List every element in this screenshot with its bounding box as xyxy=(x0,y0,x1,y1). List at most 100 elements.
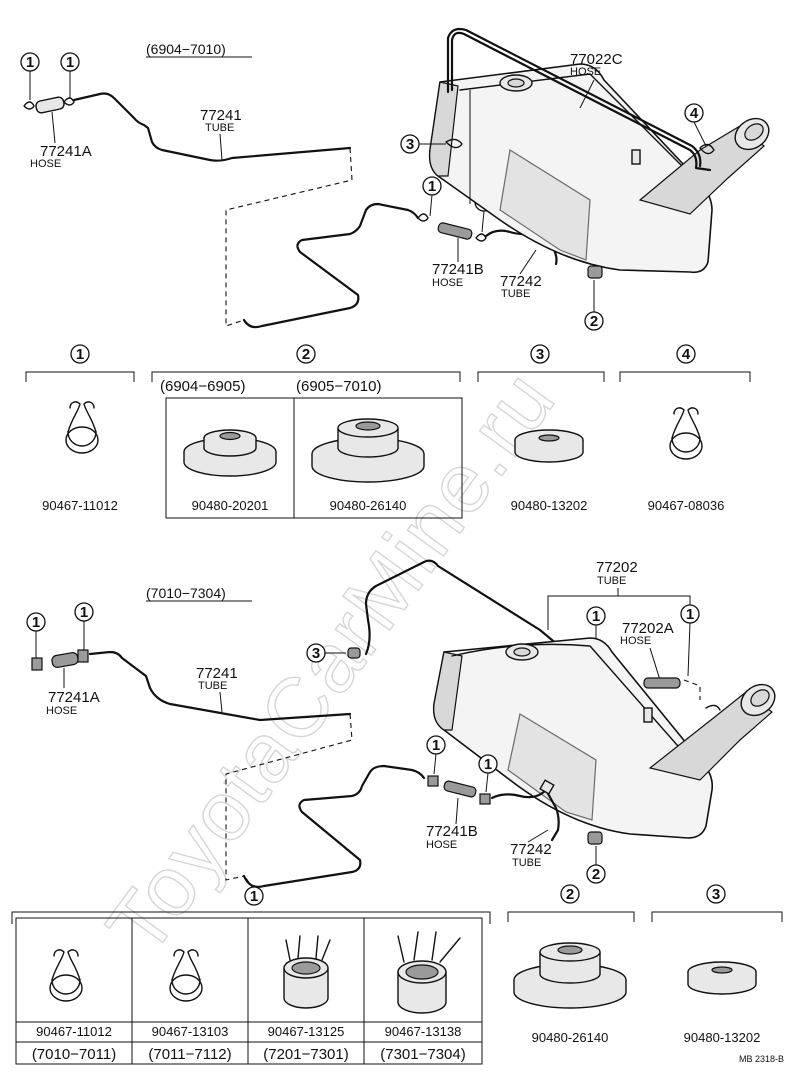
part-number: 90467-08036 xyxy=(648,498,725,513)
lower-vent-tube xyxy=(242,202,420,329)
callout-num: 1 xyxy=(432,737,440,754)
top-range: (6904−7010) xyxy=(146,41,226,57)
callout-num: 3 xyxy=(536,346,544,363)
callout-num: 1 xyxy=(428,178,436,195)
diagram-code: MB 2318-B xyxy=(739,1054,784,1064)
part-number: 90467-13103 xyxy=(152,1024,229,1039)
part-number: 90480-26140 xyxy=(330,498,407,513)
callout-num: 2 xyxy=(592,866,600,883)
label-77241a-sub: HOSE xyxy=(46,705,77,717)
range-label: (7011−7112) xyxy=(148,1046,231,1063)
grommet xyxy=(587,265,603,279)
callout-num: 4 xyxy=(690,105,699,122)
label-77202a-sub: HOSE xyxy=(620,635,651,647)
tube-77202 xyxy=(364,559,632,688)
hose-77022c xyxy=(450,31,712,172)
callout-num: 1 xyxy=(80,604,88,621)
callout-num: 2 xyxy=(566,886,574,903)
label-77241b-sub: HOSE xyxy=(426,839,457,851)
part-number: 90467-11012 xyxy=(42,498,118,513)
label-77241a-sub: HOSE xyxy=(30,158,61,170)
label-77241: 77241 xyxy=(200,107,242,124)
clamp-icon xyxy=(669,407,703,460)
label-77242: 77242 xyxy=(510,841,552,858)
clamp-icon xyxy=(169,949,203,1002)
grommet-icon xyxy=(311,418,425,483)
legend-bottom: 90467-11012 90467-13103 90467-13125 9046… xyxy=(11,884,783,1065)
label-77202a: 77202A xyxy=(622,620,674,637)
label-77202: 77202 xyxy=(596,559,638,576)
callout-num: 2 xyxy=(590,313,598,330)
tube-77241 xyxy=(72,92,352,162)
callout-num: 1 xyxy=(66,54,74,71)
fuel-tank-top xyxy=(428,63,770,279)
callout-num: 1 xyxy=(76,346,84,363)
grommet-variants-box xyxy=(165,397,463,519)
label-77241: 77241 xyxy=(196,665,238,682)
label-77022c: 77022C xyxy=(570,51,623,68)
callout-num: 3 xyxy=(406,136,414,153)
callout-num: 1 xyxy=(26,54,34,71)
range-label: (6904−6905) xyxy=(160,378,246,395)
hose-77241b xyxy=(443,780,477,798)
grommet-icon xyxy=(687,961,757,995)
top-section: (6904−7010) 1 1 77241A HOSE 77241 TUBE xyxy=(20,27,770,331)
label-77241-sub: TUBE xyxy=(205,122,234,134)
part-number: 90467-11012 xyxy=(36,1024,112,1039)
part-number: 90467-13125 xyxy=(268,1024,345,1039)
grommet xyxy=(587,831,603,845)
bottom-range: (7010−7304) xyxy=(146,585,226,601)
callout-num: 1 xyxy=(250,888,258,905)
tube-77241 xyxy=(88,650,352,722)
part-number: 90480-13202 xyxy=(511,498,588,513)
hose-77241a xyxy=(51,652,79,668)
range-label: (7301−7304) xyxy=(380,1046,466,1063)
label-77241b-sub: HOSE xyxy=(432,277,463,289)
callout-num: 1 xyxy=(484,756,492,773)
hose-77241a xyxy=(35,96,65,114)
grommet-icon xyxy=(183,429,277,477)
fuel-tank-bottom xyxy=(432,637,776,839)
label-77242: 77242 xyxy=(500,273,542,290)
clamp-variants-box xyxy=(15,917,483,1065)
range-label: (7201−7301) xyxy=(263,1046,349,1063)
bottom-section: (7010−7304) 1 1 77241A HOSE 77241 TUBE 3… xyxy=(26,559,776,906)
legend-top: 1 90467-11012 2 (6904−6905) (6905−7010) … xyxy=(25,344,751,519)
callout-num: 4 xyxy=(682,346,691,363)
grommet-icon xyxy=(513,942,627,1009)
label-77241b: 77241B xyxy=(426,823,478,840)
label-77022c-sub: HOSE xyxy=(570,66,601,78)
callout-num: 1 xyxy=(32,614,40,631)
label-77241a: 77241A xyxy=(48,689,100,706)
label-77242-sub: TUBE xyxy=(501,288,530,300)
label-77241-sub: TUBE xyxy=(198,680,227,692)
callout-num: 3 xyxy=(312,645,320,662)
range-label: (7010−7011) xyxy=(32,1046,116,1063)
part-number: 90467-13138 xyxy=(385,1024,462,1039)
clamp-icon xyxy=(49,949,83,1002)
part-number: 90480-13202 xyxy=(684,1030,761,1045)
clamp-icon xyxy=(283,935,331,1009)
label-77202-sub: TUBE xyxy=(597,575,626,587)
clamp-icon xyxy=(63,97,75,106)
callout-num: 1 xyxy=(686,606,694,623)
callout-num: 3 xyxy=(712,886,720,903)
clamp-icon xyxy=(23,101,35,110)
callout-num: 2 xyxy=(302,346,310,363)
label-77242-sub: TUBE xyxy=(512,857,541,869)
label-77241b: 77241B xyxy=(432,261,484,278)
label-77241a: 77241A xyxy=(40,143,92,160)
part-number: 90480-20201 xyxy=(192,498,269,513)
lower-vent-tube xyxy=(242,764,426,888)
tube-77242 xyxy=(490,788,560,842)
clamp-icon xyxy=(397,931,461,1014)
clamp-icon xyxy=(65,401,99,454)
callout-num: 1 xyxy=(592,608,600,625)
hose-77241b xyxy=(437,222,473,240)
hose-77202a xyxy=(643,677,681,689)
top-left-hose-assembly: 1 1 77241A HOSE 77241 TUBE xyxy=(20,52,353,327)
grommet-icon xyxy=(514,429,584,463)
part-number: 90480-26140 xyxy=(532,1030,609,1045)
range-label: (6905−7010) xyxy=(296,378,382,395)
